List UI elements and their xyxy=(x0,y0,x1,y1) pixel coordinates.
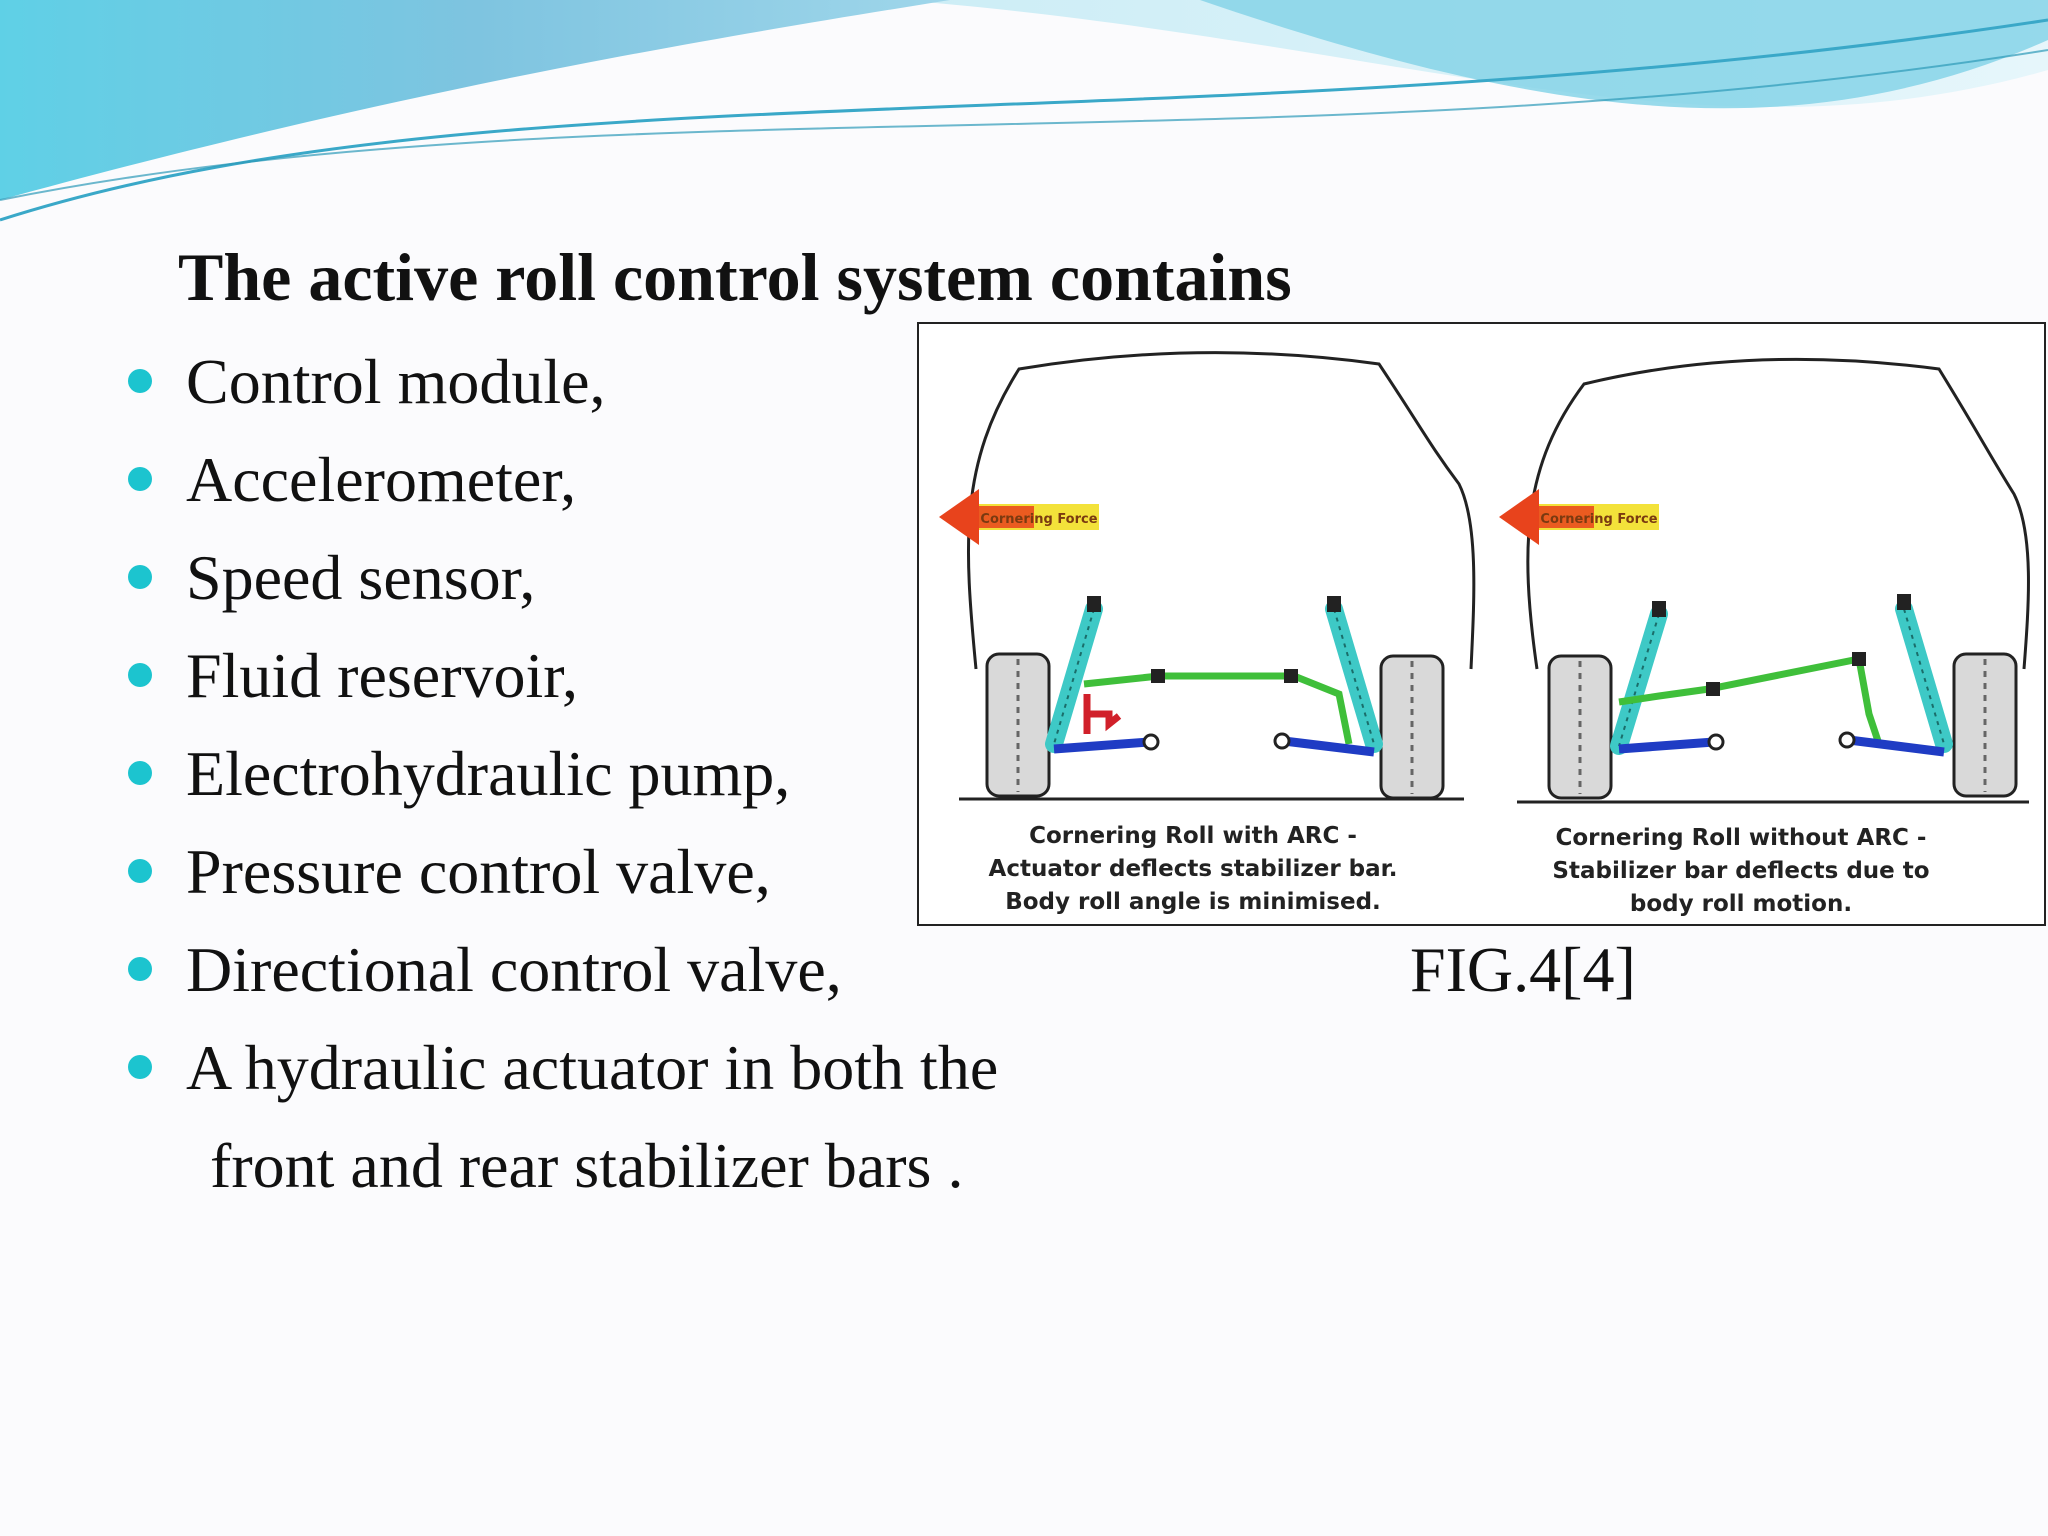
list-item-text: Directional control valve, xyxy=(186,934,842,1005)
cornering-force-arrow: Cornering Force xyxy=(1499,489,1659,545)
right-panel-caption: Cornering Roll without ARC - Stabilizer … xyxy=(1461,822,2021,921)
bullet-icon xyxy=(128,957,152,981)
list-item-text: A hydraulic actuator in both the xyxy=(186,1032,999,1103)
control-arm-right xyxy=(1848,735,1945,757)
list-item-text: Fluid reservoir, xyxy=(186,640,579,711)
hydraulic-actuator xyxy=(1083,694,1122,734)
caption-line: Cornering Roll without ARC - xyxy=(1555,825,1927,851)
list-item: A hydraulic actuator in both the xyxy=(128,1028,998,1126)
component-list: Control module, Accelerometer, Speed sen… xyxy=(128,342,998,1206)
caption-line: body roll motion. xyxy=(1629,891,1853,917)
control-arm-right xyxy=(1283,736,1375,757)
bullet-icon xyxy=(128,369,152,393)
list-item-text: Control module, xyxy=(186,346,606,417)
bullet-icon xyxy=(128,663,152,687)
bullet-icon xyxy=(128,859,152,883)
suspension-figure: Cornering Force xyxy=(917,322,2046,926)
list-item-text: Pressure control valve, xyxy=(186,836,771,907)
list-item-text: Electrohydraulic pump, xyxy=(186,738,791,809)
header-wave-decoration xyxy=(0,0,2048,222)
list-item: Directional control valve, xyxy=(128,930,998,1028)
cornering-force-label: Cornering Force xyxy=(1540,512,1657,527)
list-item: Pressure control valve, xyxy=(128,832,998,930)
cornering-force-arrow: Cornering Force xyxy=(939,489,1099,545)
car-body-outline xyxy=(1526,357,2030,670)
slide-title: The active roll control system contains xyxy=(178,239,1292,315)
list-item: Fluid reservoir, xyxy=(128,636,998,734)
stabilizer-bar xyxy=(1083,672,1353,745)
list-item: Control module, xyxy=(128,342,998,440)
stabilizer-bar xyxy=(1618,654,1883,746)
bullet-icon xyxy=(128,1055,152,1079)
bullet-icon xyxy=(128,761,152,785)
list-item-text: Speed sensor, xyxy=(186,542,536,613)
caption-line: Stabilizer bar deflects due to xyxy=(1552,858,1930,884)
figure-label: FIG.4[4] xyxy=(1410,934,1636,1005)
list-item: Speed sensor, xyxy=(128,538,998,636)
left-panel: Cornering Force xyxy=(939,351,1476,801)
car-body-outline xyxy=(966,351,1476,670)
left-panel-caption: Cornering Roll with ARC - Actuator defle… xyxy=(913,820,1473,919)
caption-line: Body roll angle is minimised. xyxy=(1005,889,1381,915)
shock-absorber-left xyxy=(1045,596,1103,753)
control-arm-left xyxy=(1618,737,1715,754)
control-arm-left xyxy=(1053,737,1150,754)
list-item-text: Accelerometer, xyxy=(186,444,577,515)
right-panel: Cornering Force xyxy=(1499,357,2030,804)
bullet-icon xyxy=(128,467,152,491)
shock-absorber-left xyxy=(1610,601,1668,755)
caption-line: Cornering Roll with ARC - xyxy=(1029,823,1357,849)
shock-absorber-right xyxy=(1895,594,1953,753)
cornering-force-label: Cornering Force xyxy=(980,512,1097,527)
list-item: Electrohydraulic pump, xyxy=(128,734,998,832)
list-item-continuation: front and rear stabilizer bars . xyxy=(210,1130,964,1201)
list-item: Accelerometer, xyxy=(128,440,998,538)
shock-absorber-right xyxy=(1325,596,1383,753)
caption-line: Actuator deflects stabilizer bar. xyxy=(988,856,1398,882)
bullet-icon xyxy=(128,565,152,589)
suspension-diagram: Cornering Force xyxy=(939,351,2030,804)
